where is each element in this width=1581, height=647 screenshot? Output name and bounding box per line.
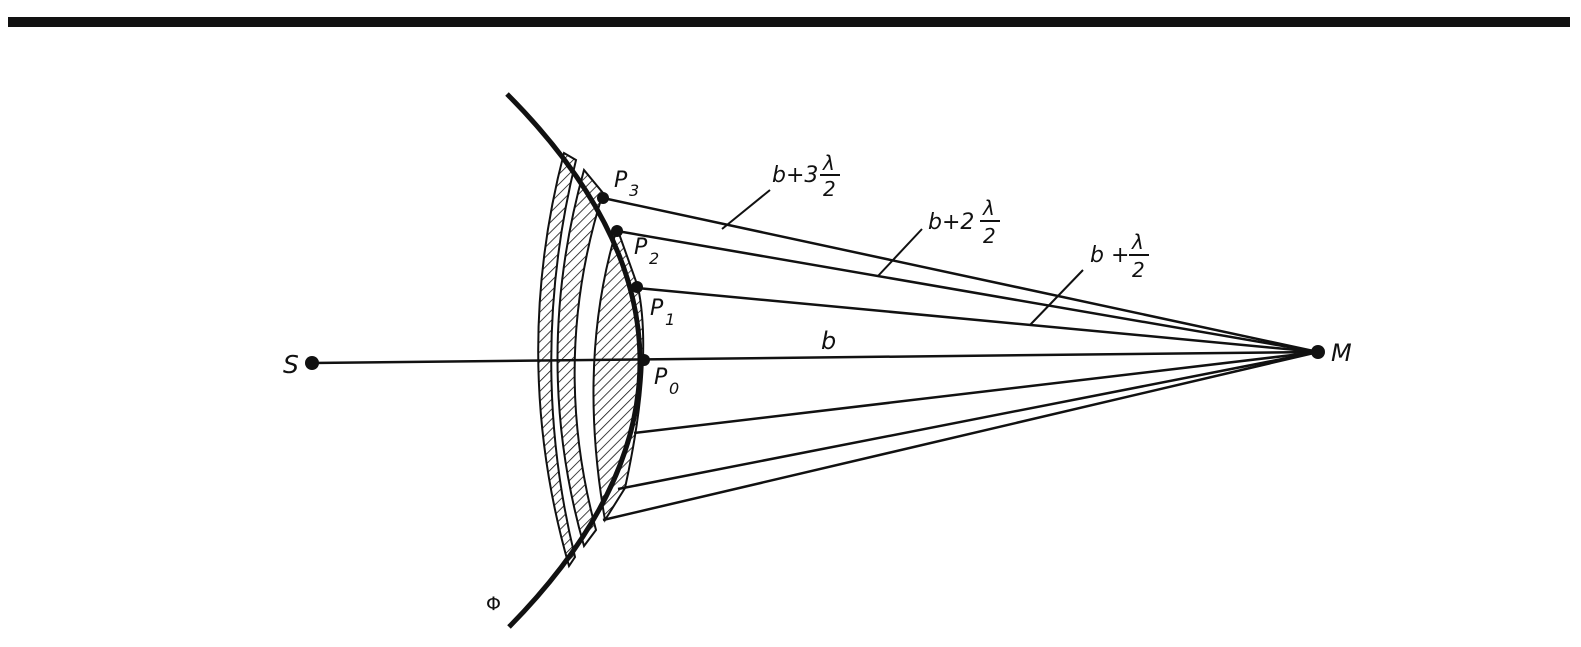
hatched-zone-middle <box>556 167 605 549</box>
p1-letter: P <box>650 296 664 321</box>
distance-b-label: b <box>821 327 836 355</box>
ray-p1 <box>636 286 1319 354</box>
label-p3: P 3 <box>614 168 639 200</box>
label-p1: P 1 <box>650 296 675 329</box>
label-b-3half: b+3 λ 2 <box>772 151 840 201</box>
b-2half-lambda: λ <box>982 196 995 220</box>
b-2half-two: 2 <box>983 224 996 248</box>
ray-lower-2 <box>617 350 1319 491</box>
ray-lower-3 <box>602 350 1319 522</box>
leader-b-2half <box>877 228 923 277</box>
p2-letter: P <box>634 235 648 260</box>
ray-lower-1 <box>633 350 1319 435</box>
point-p2 <box>611 225 623 237</box>
hatched-zone-inner <box>592 224 645 523</box>
axis-line <box>311 350 1319 365</box>
p2-subscript: 2 <box>649 249 659 268</box>
p3-subscript: 3 <box>629 181 639 200</box>
leader-b-3half <box>721 189 771 230</box>
rays <box>602 196 1319 522</box>
leader-lines <box>721 189 1084 326</box>
source-point <box>305 356 319 370</box>
wavefront-label: Φ <box>486 593 501 615</box>
point-p0 <box>638 354 650 366</box>
source-label: S <box>283 350 299 379</box>
p1-subscript: 1 <box>665 310 675 329</box>
p0-letter: P <box>654 365 668 390</box>
b-2half-text: b+2 <box>928 210 974 235</box>
ray-p2 <box>616 229 1319 354</box>
point-p3 <box>597 192 609 204</box>
b-3half-lambda: λ <box>822 151 835 175</box>
p0-subscript: 0 <box>669 379 679 398</box>
point-p1 <box>631 281 643 293</box>
label-b-half: b + λ 2 <box>1090 230 1149 282</box>
label-p2: P 2 <box>634 235 659 268</box>
observer-label: M <box>1331 339 1352 367</box>
p3-letter: P <box>614 168 628 193</box>
leader-b-half <box>1029 269 1084 326</box>
observer-point <box>1311 345 1325 359</box>
b-half-text: b + <box>1090 243 1129 268</box>
hatched-zone-outer <box>537 151 578 569</box>
b-3half-text: b+3 <box>772 163 818 188</box>
b-half-lambda: λ <box>1131 230 1144 254</box>
label-p0: P 0 <box>654 365 679 398</box>
b-half-two: 2 <box>1132 258 1145 282</box>
ray-p3 <box>602 196 1319 354</box>
label-b-2half: b+2 λ 2 <box>928 196 1000 248</box>
b-3half-two: 2 <box>823 177 836 201</box>
top-border-rule <box>8 17 1570 27</box>
